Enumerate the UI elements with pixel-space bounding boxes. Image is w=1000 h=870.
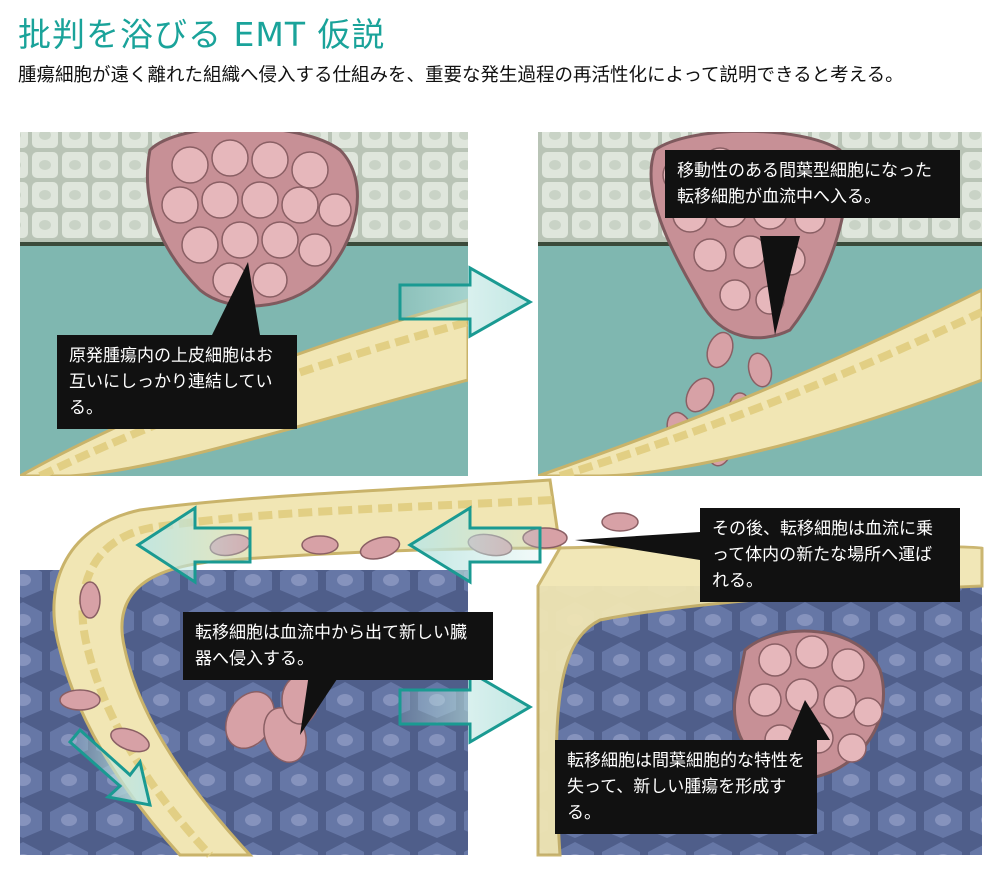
flow-arrow-icon <box>398 265 534 339</box>
flow-arrow-icon <box>67 727 152 807</box>
callout-panel-4: 転移細胞は血流中から出て新しい臓器へ侵入する。 <box>183 612 493 680</box>
callout-panel-5: 転移細胞は間葉細胞的な特性を失って、新しい腫瘍を形成する。 <box>555 740 817 834</box>
callout-panel-3: その後、転移細胞は血流に乗って体内の新たな場所へ運ばれる。 <box>700 508 960 602</box>
page-subtitle: 腫瘍細胞が遠く離れた組織へ侵入する仕組みを、重要な発生過程の再活性化によって説明… <box>18 65 904 86</box>
flow-arrow-icon <box>407 505 542 585</box>
callout-pointers <box>212 236 830 740</box>
flow-arrow-icon <box>398 669 533 745</box>
callout-panel-2: 移動性のある間葉型細胞になった転移細胞が血流中へ入る。 <box>665 150 960 218</box>
page-title: 批判を浴びる EMT 仮説 <box>18 15 386 54</box>
flow-arrow-icon <box>135 505 252 585</box>
callout-panel-1: 原発腫瘍内の上皮細胞はお互いにしっかり連結している。 <box>57 335 297 429</box>
